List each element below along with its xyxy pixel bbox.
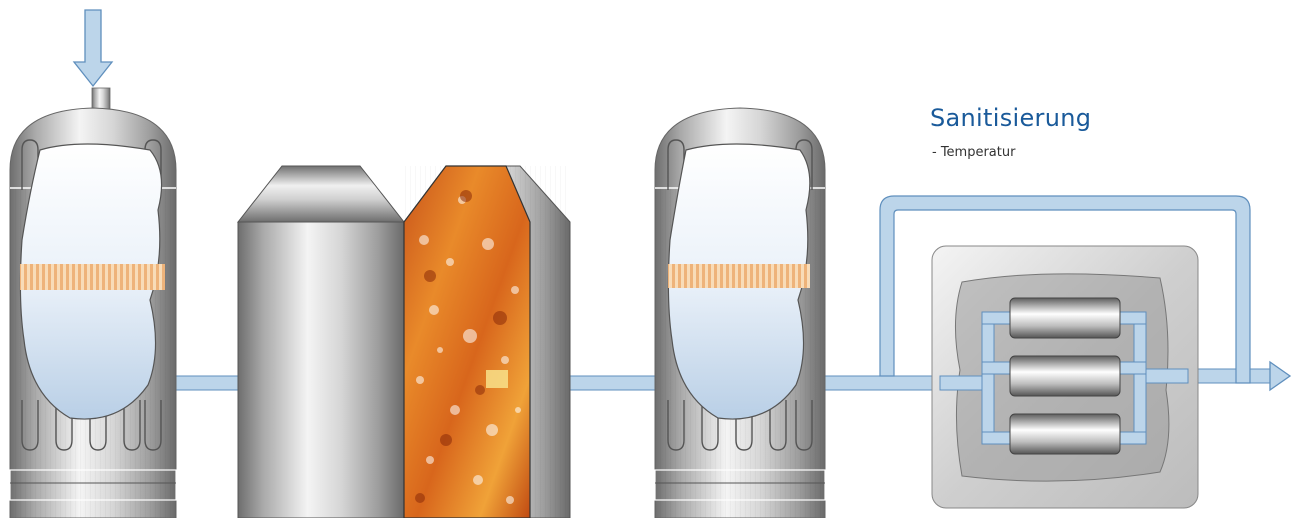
pressure-tank-2 bbox=[655, 108, 825, 518]
ion-exchange-column-1 bbox=[238, 166, 404, 518]
membrane-element-1 bbox=[1010, 298, 1120, 338]
ion-exchange-column-2 bbox=[404, 166, 570, 518]
membrane-element-2 bbox=[1010, 356, 1120, 396]
sanitization-item-temperature: - Temperatur bbox=[932, 145, 1015, 160]
inlet-arrow-icon bbox=[74, 10, 112, 86]
pressure-tank-1 bbox=[10, 88, 176, 518]
membrane-module bbox=[932, 246, 1198, 508]
outlet-arrow-icon bbox=[1270, 362, 1290, 390]
membrane-element-3 bbox=[1010, 414, 1120, 454]
sanitization-title: Sanitisierung bbox=[930, 104, 1091, 132]
